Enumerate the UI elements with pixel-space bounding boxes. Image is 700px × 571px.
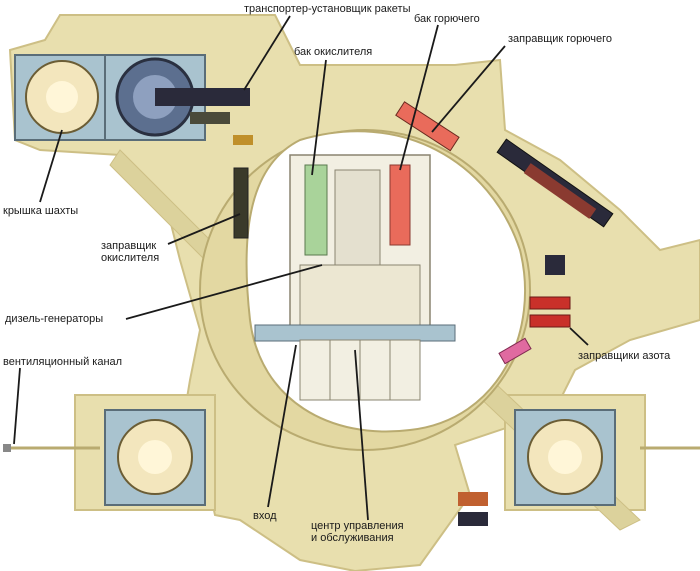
- silo-transporter-top: [104, 54, 250, 141]
- label-transporter: транспортер-установщик ракеты: [244, 3, 411, 15]
- fuel-tank-icon: [389, 164, 411, 246]
- label-diesel: дизель-генераторы: [5, 313, 104, 325]
- label-control-center: центр управления и обслуживания: [311, 520, 404, 544]
- central-building: [254, 154, 456, 401]
- silo-bottom-right: [514, 409, 616, 506]
- oxidizer-tank-icon: [304, 164, 328, 256]
- vent-channel: [3, 444, 700, 452]
- silo-top-left: [14, 54, 111, 141]
- label-entrance: вход: [253, 510, 277, 522]
- label-fuel-truck: заправщик горючего: [508, 33, 613, 45]
- label-vent: вентиляционный канал: [3, 356, 123, 368]
- oxidizer-truck-icon: [233, 167, 249, 239]
- label-silo-lid: крышка шахты: [3, 205, 79, 217]
- nitrogen-truck-icon: [529, 296, 571, 310]
- fuel-truck-icon: [395, 101, 460, 152]
- label-fuel-tank: бак горючего: [414, 13, 480, 25]
- transporter-icon: [155, 88, 250, 106]
- label-oxidizer-truck: заправщик окислителя: [101, 240, 160, 264]
- label-nitrogen: заправщики азота: [578, 350, 671, 362]
- label-oxidizer-tank: бак окислителя: [294, 46, 373, 58]
- vehicles: [190, 101, 614, 526]
- silo-bottom-left: [104, 409, 206, 506]
- leader-lines: [13, 15, 589, 521]
